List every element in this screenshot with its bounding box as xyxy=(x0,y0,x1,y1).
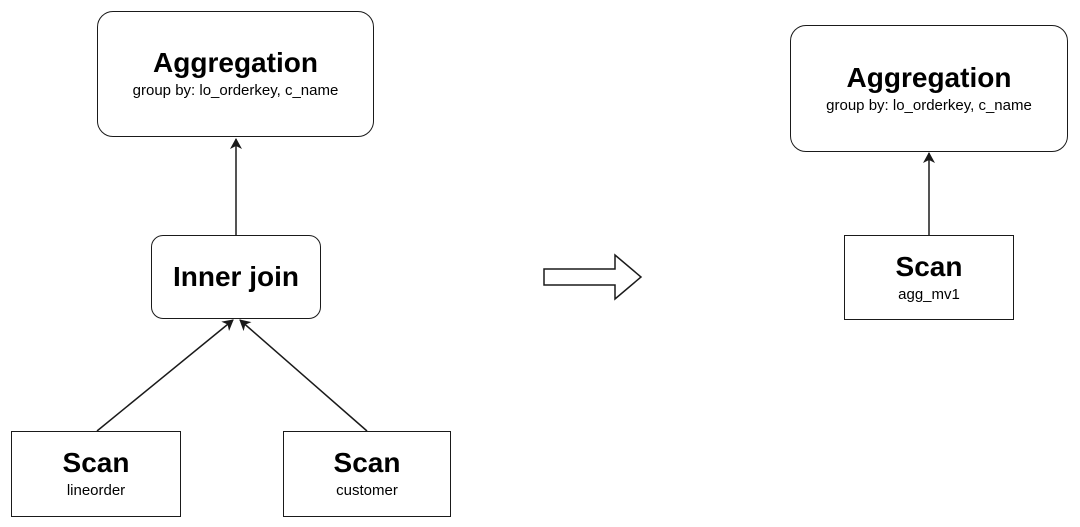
node-title: Scan xyxy=(895,250,963,282)
edge-scan-lineorder-to-join xyxy=(96,319,234,432)
node-aggregation-after: Aggregation group by: lo_orderkey, c_nam… xyxy=(790,25,1068,152)
node-subtitle: group by: lo_orderkey, c_name xyxy=(132,82,339,99)
node-title: Scan xyxy=(333,447,401,478)
node-subtitle: lineorder xyxy=(66,482,126,499)
transform-arrow-icon xyxy=(543,253,643,301)
node-scan-lineorder: Scan lineorder xyxy=(11,431,181,517)
node-aggregation-before: Aggregation group by: lo_orderkey, c_nam… xyxy=(97,11,374,137)
node-scan-customer: Scan customer xyxy=(283,431,451,517)
node-title: Scan xyxy=(62,447,130,478)
node-subtitle: agg_mv1 xyxy=(898,285,960,303)
node-subtitle: group by: lo_orderkey, c_name xyxy=(826,96,1032,114)
node-inner-join: Inner join xyxy=(151,235,321,319)
node-title: Aggregation xyxy=(153,47,318,78)
node-scan-agg-mv1: Scan agg_mv1 xyxy=(844,235,1014,320)
node-title: Aggregation xyxy=(846,61,1012,93)
node-title: Inner join xyxy=(173,261,299,292)
edge-scan-customer-to-join xyxy=(239,319,368,432)
node-subtitle: customer xyxy=(336,482,398,499)
